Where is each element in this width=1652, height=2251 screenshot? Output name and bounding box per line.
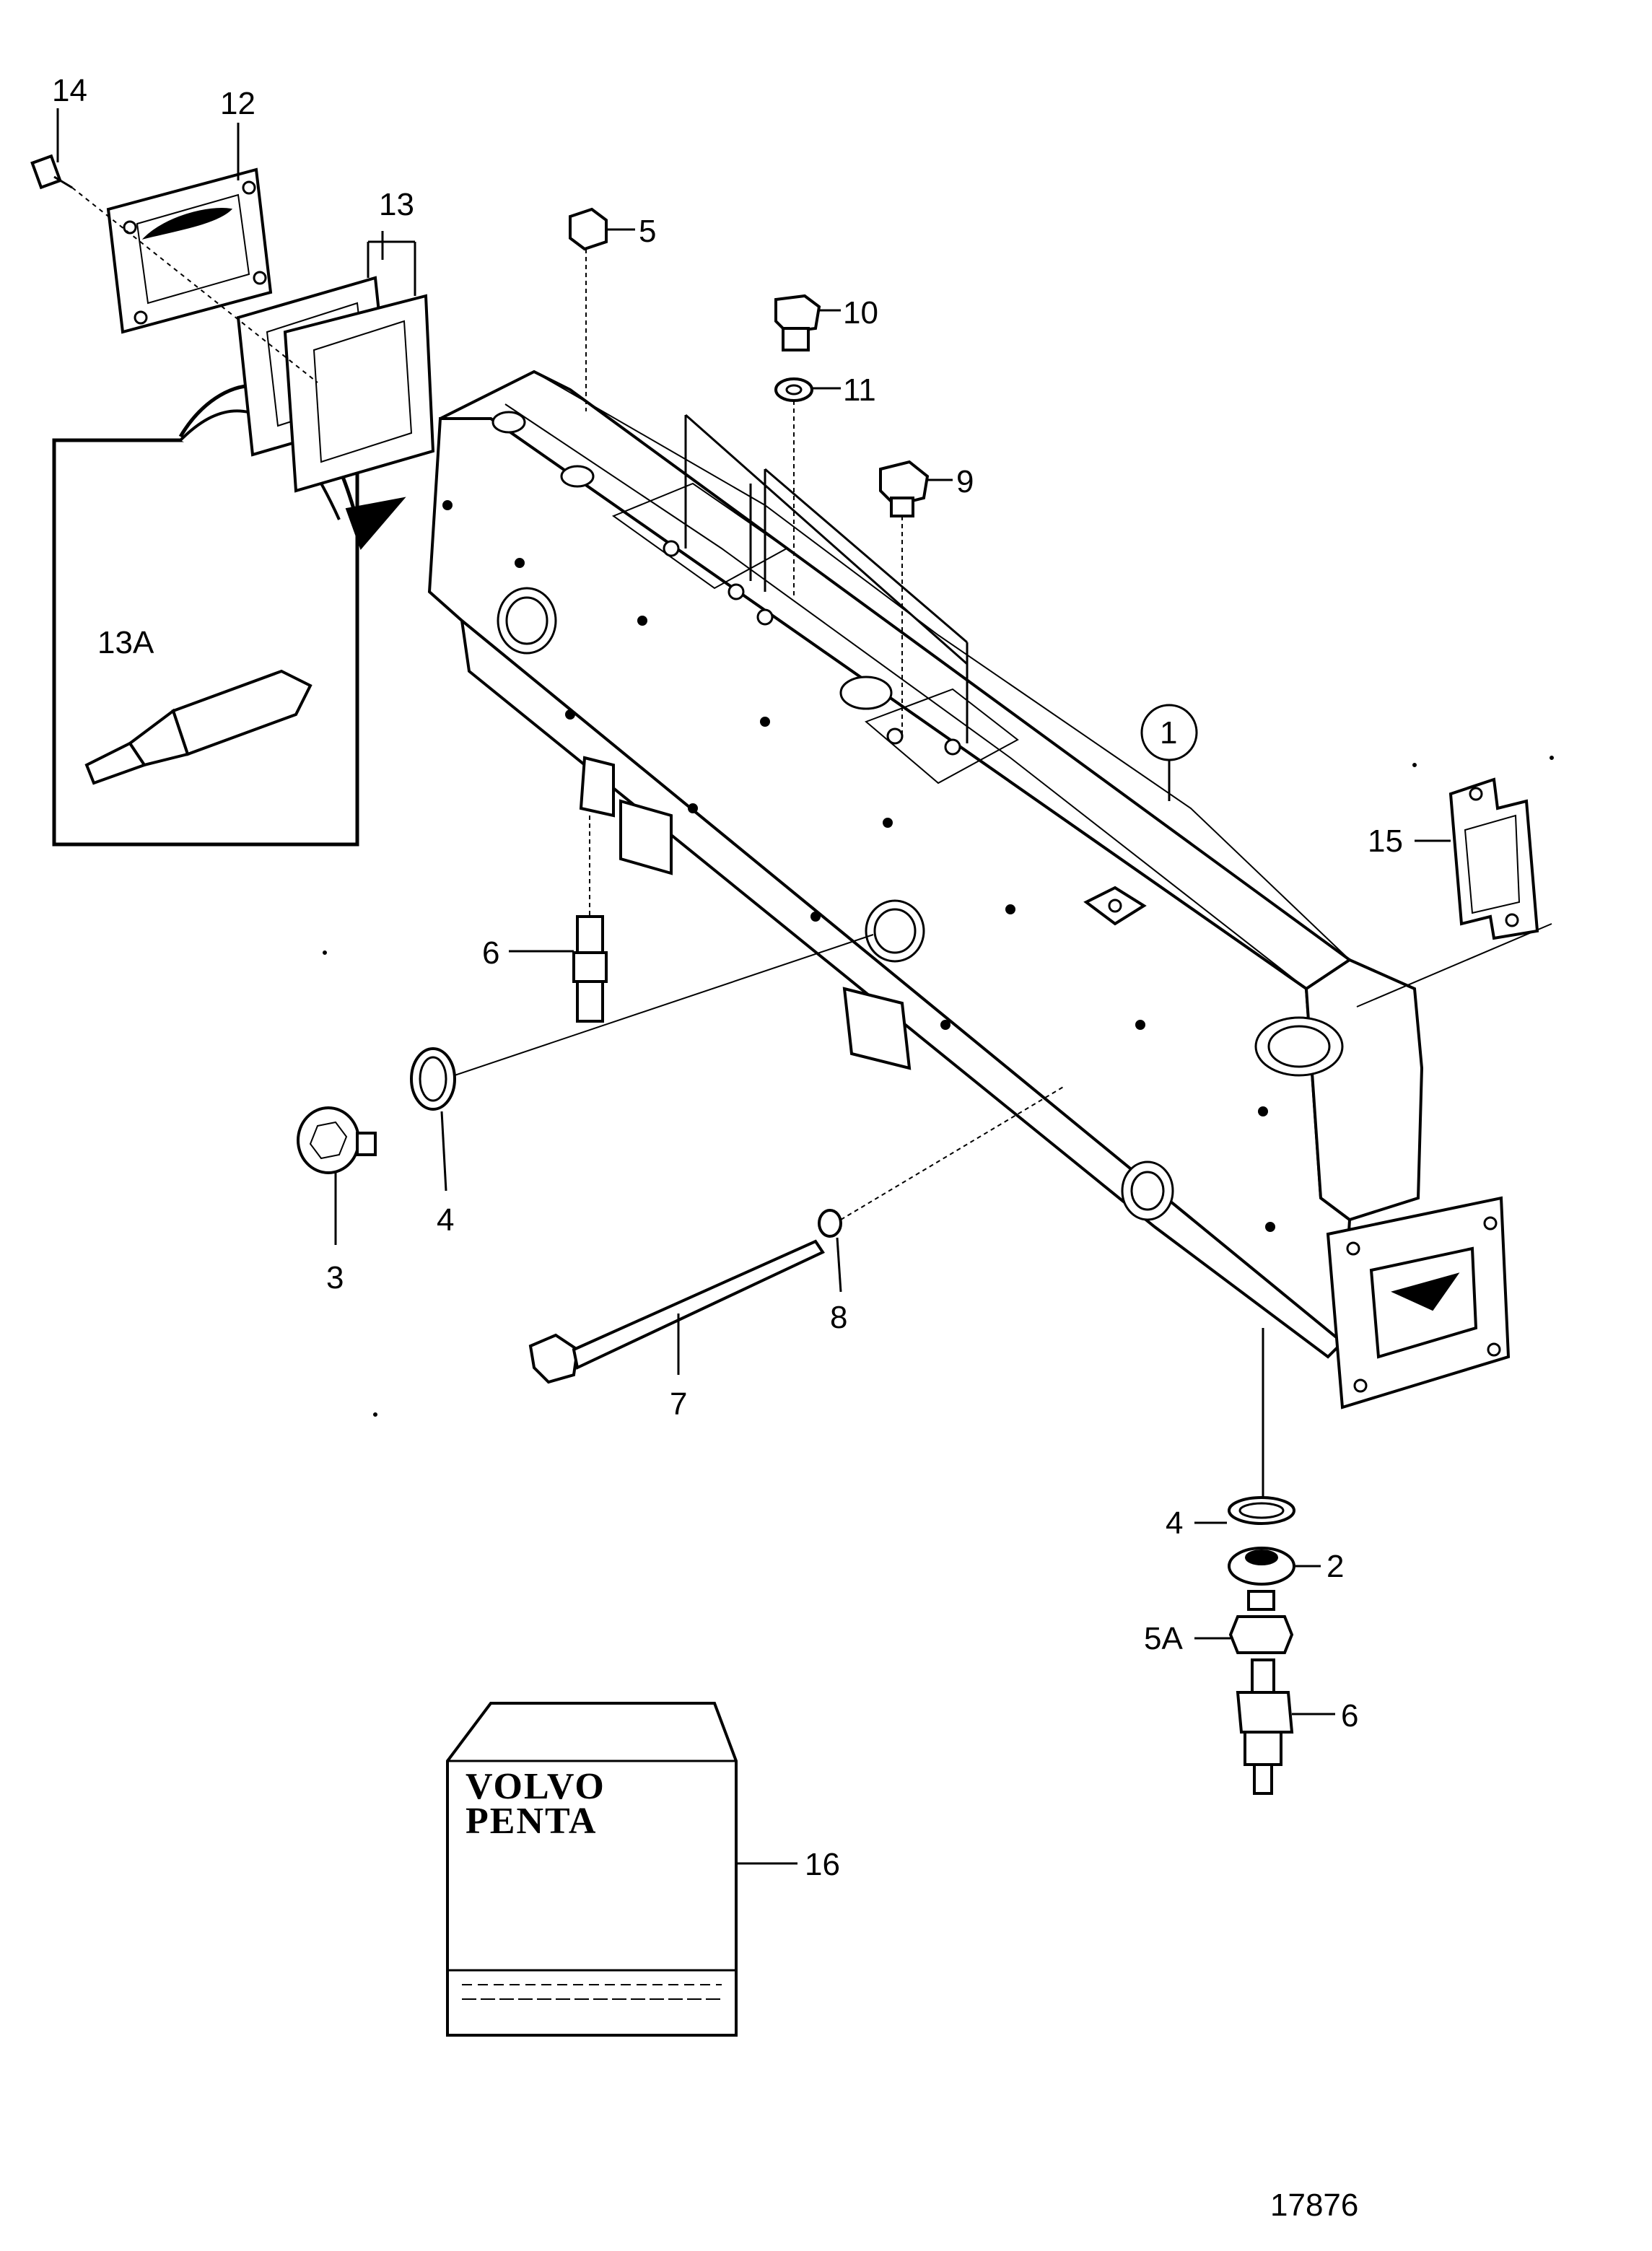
scatter-dots — [323, 756, 1554, 1417]
callout-2: 2 — [1327, 1549, 1344, 1584]
screw-14 — [30, 154, 318, 383]
callout-13a: 13A — [97, 625, 154, 660]
callout-4-lower: 4 — [1166, 1505, 1183, 1541]
washer-11 — [774, 377, 841, 402]
callout-7: 7 — [670, 1386, 687, 1422]
callout-4-left: 4 — [437, 1202, 454, 1238]
nut-5a — [1194, 1590, 1294, 1654]
callout-12: 12 — [220, 86, 255, 121]
callout-1: 1 — [1160, 715, 1177, 751]
sealant-inset-box — [52, 383, 406, 847]
washer-8 — [818, 1085, 1065, 1293]
bolt-7 — [528, 1239, 825, 1384]
gasket-15 — [1356, 777, 1552, 1008]
callout-5: 5 — [639, 214, 656, 249]
callout-11: 11 — [843, 372, 876, 408]
gasket-kit-16 — [446, 1702, 797, 2037]
exhaust-manifold — [427, 370, 1511, 1409]
gasket-13b — [283, 294, 435, 493]
callout-5a: 5A — [1144, 1621, 1183, 1656]
callout-9: 9 — [956, 464, 974, 499]
logo-volvo: VOLVO — [466, 1766, 606, 1807]
callout-6-upper: 6 — [482, 935, 499, 971]
plug-5 — [569, 207, 635, 411]
plug-3 — [297, 1106, 377, 1245]
washer-4-left — [410, 934, 874, 1192]
callout-8: 8 — [830, 1300, 847, 1335]
figure-number: 17876 — [1270, 2187, 1358, 2223]
nipple-6-upper — [509, 816, 608, 1023]
callout-15: 15 — [1368, 823, 1403, 859]
callout-14: 14 — [52, 73, 87, 108]
sealant-tube-icon — [84, 669, 313, 785]
washer-4-lower — [1194, 1496, 1295, 1525]
nipple-6-lower — [1236, 1658, 1335, 1795]
adapter-2 — [1228, 1547, 1321, 1586]
callout-16: 16 — [805, 1847, 840, 1882]
callout-10: 10 — [843, 295, 878, 331]
cover-plate-12 — [106, 167, 273, 334]
callout-3: 3 — [326, 1260, 344, 1295]
plug-10 — [774, 294, 841, 351]
logo-penta: PENTA — [466, 1801, 597, 1842]
plug-9 — [879, 460, 953, 736]
callout-13: 13 — [379, 187, 414, 222]
callout-6-lower: 6 — [1341, 1698, 1358, 1734]
